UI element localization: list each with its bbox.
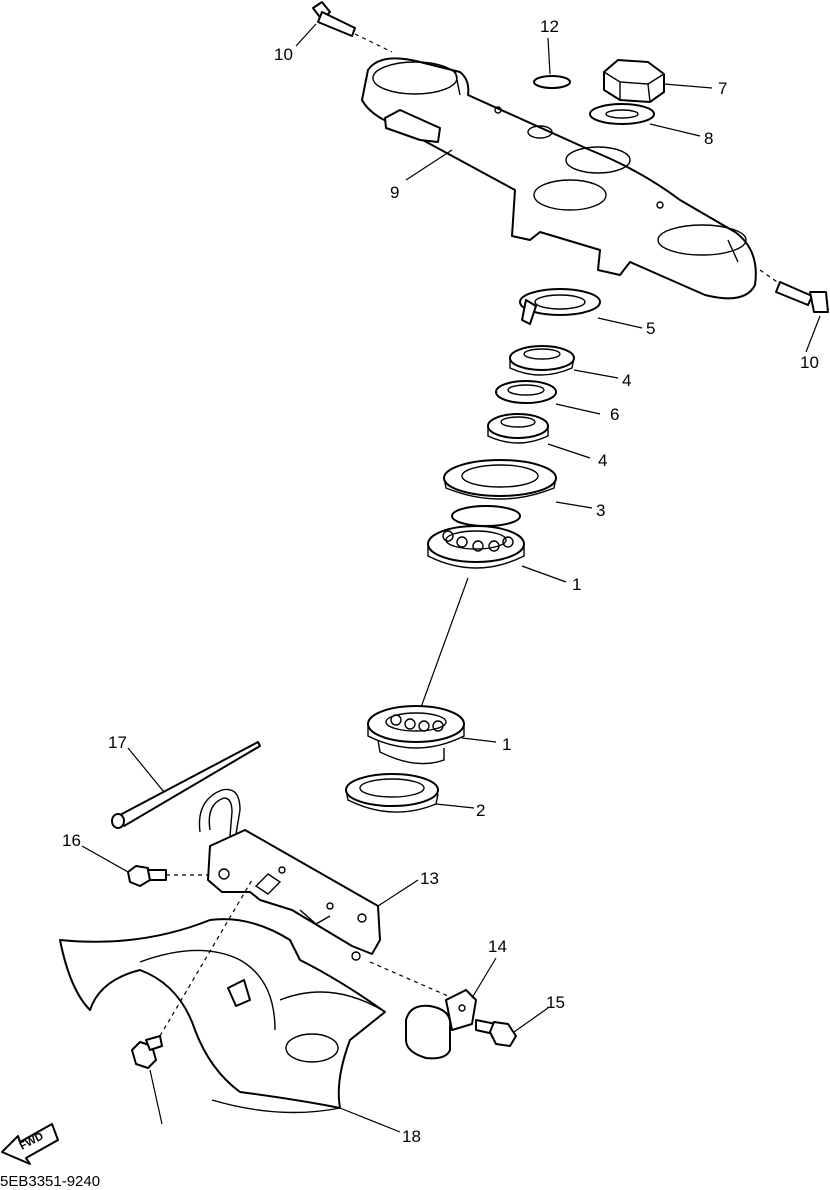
bearing-1-lower xyxy=(367,705,465,765)
callout-labels: 12 7 8 9 10 10 5 4 6 4 3 1 1 2 17 16 13 … xyxy=(62,17,819,1146)
upper-bracket xyxy=(361,57,757,300)
washer-11 xyxy=(533,75,571,89)
lock-washer-5 xyxy=(519,288,601,325)
callout-9: 9 xyxy=(390,183,399,202)
cable-tie-16 xyxy=(111,741,261,829)
callout-1-upper: 1 xyxy=(572,575,581,594)
fwd-arrow-icon: FWD xyxy=(1,1123,59,1165)
clamp-13 xyxy=(405,989,477,1060)
cover-17 xyxy=(59,918,386,1114)
callout-16: 17 xyxy=(108,733,127,752)
ring-nut-4-lower xyxy=(487,413,549,444)
callout-13: 14 xyxy=(488,937,507,956)
callout-12: 13 xyxy=(420,869,439,888)
callout-17: 18 xyxy=(402,1127,421,1146)
bolt-10-top xyxy=(312,1,393,53)
callout-4-upper: 4 xyxy=(622,371,631,390)
callout-7: 7 xyxy=(718,79,727,98)
leader-lines xyxy=(81,23,821,1133)
callout-4-lower: 4 xyxy=(598,451,607,470)
callout-1-lower: 1 xyxy=(502,735,511,754)
callout-11: 12 xyxy=(540,17,559,36)
nut-7 xyxy=(603,59,665,103)
ring-nut-4-upper xyxy=(509,345,575,376)
bolt-15 xyxy=(127,865,214,887)
stay-12 xyxy=(198,788,449,997)
callout-6: 6 xyxy=(610,405,619,424)
callout-10-top: 10 xyxy=(274,45,293,64)
stem-axis-line xyxy=(419,577,469,711)
callout-2: 2 xyxy=(476,801,485,820)
callout-5: 5 xyxy=(646,319,655,338)
bolt-18 xyxy=(131,879,253,1069)
washer-8 xyxy=(589,103,655,125)
callout-14: 15 xyxy=(546,993,565,1012)
bolt-14 xyxy=(475,1019,517,1047)
bolt-10-right xyxy=(759,269,829,313)
bearing-cover-3 xyxy=(443,459,557,500)
callout-10-right: 10 xyxy=(800,353,819,372)
bearing-1-upper xyxy=(427,505,525,569)
callout-15: 16 xyxy=(62,831,81,850)
callout-8: 8 xyxy=(704,129,713,148)
washer-6 xyxy=(495,380,557,404)
drawing-code: 5EB3351-9240 xyxy=(0,1173,100,1190)
callout-3: 3 xyxy=(596,501,605,520)
dust-seal-2 xyxy=(345,773,439,813)
